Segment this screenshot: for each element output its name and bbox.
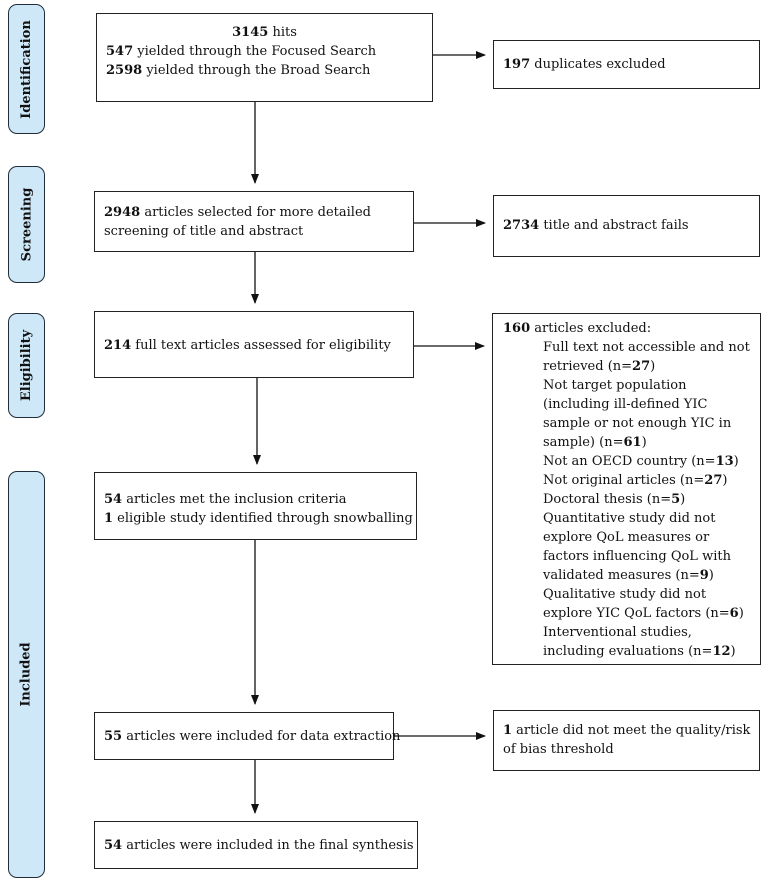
broad-line: 2598 yielded through the Broad Search bbox=[106, 61, 423, 80]
quality-count: 1 bbox=[503, 723, 513, 738]
final-count: 54 bbox=[104, 838, 123, 853]
excluded-text: articles excluded: bbox=[530, 321, 652, 336]
screening-text-1: articles selected for more detailed bbox=[140, 205, 371, 220]
reason-6: Qualitative study did not explore YIC Qo… bbox=[543, 587, 744, 621]
title-abstract-line: 2734 title and abstract fails bbox=[503, 216, 750, 235]
extraction-count: 55 bbox=[104, 729, 123, 744]
screening-box: 2948 articles selected for more detailed… bbox=[94, 191, 414, 252]
snowball-count: 1 bbox=[104, 511, 114, 526]
met-line: 54 articles met the inclusion criteria bbox=[104, 490, 407, 509]
hits-line: 3145 hits bbox=[106, 23, 423, 42]
stage-screening: Screening bbox=[8, 166, 45, 283]
focused-line: 547 yielded through the Focused Search bbox=[106, 42, 423, 61]
screening-line-2: screening of title and abstract bbox=[104, 224, 304, 239]
final-line: 54 articles were included in the final s… bbox=[104, 836, 414, 855]
quality-text-1: article did not meet the quality/risk bbox=[512, 723, 751, 738]
met-count: 54 bbox=[104, 492, 123, 507]
focused-count: 547 bbox=[106, 44, 134, 59]
duplicates-line: 197 duplicates excluded bbox=[503, 55, 750, 74]
focused-text: yielded through the Focused Search bbox=[133, 44, 377, 59]
final-box: 54 articles were included in the final s… bbox=[94, 821, 418, 869]
excluded-header: 160 articles excluded: bbox=[503, 319, 754, 338]
reason-5: Quantitative study did not explore QoL m… bbox=[543, 511, 731, 583]
met-text: articles met the inclusion criteria bbox=[122, 492, 347, 507]
stage-included: Included bbox=[8, 471, 45, 878]
duplicates-text: duplicates excluded bbox=[530, 57, 666, 72]
screening-line-1: 2948 articles selected for more detailed bbox=[104, 203, 404, 222]
hits-count: 3145 bbox=[232, 25, 269, 40]
reason-2: Not an OECD country (n=13) bbox=[543, 454, 739, 469]
stage-identification: Identification bbox=[8, 4, 45, 134]
reason-1: Not target population (including ill-def… bbox=[543, 378, 732, 450]
eligibility-count: 214 bbox=[104, 338, 132, 353]
screening-count: 2948 bbox=[104, 205, 141, 220]
extraction-line: 55 articles were included for data extra… bbox=[104, 727, 400, 746]
quality-line-2: of bias threshold bbox=[503, 742, 614, 757]
excluded-count: 160 bbox=[503, 321, 531, 336]
quality-line-1: 1 article did not meet the quality/risk bbox=[503, 721, 750, 740]
title-abstract-box: 2734 title and abstract fails bbox=[493, 195, 760, 257]
eligibility-line: 214 full text articles assessed for elig… bbox=[104, 336, 404, 355]
title-abstract-text: title and abstract fails bbox=[539, 218, 689, 233]
inclusion-box: 54 articles met the inclusion criteria 1… bbox=[94, 472, 417, 540]
broad-count: 2598 bbox=[106, 63, 143, 78]
identification-box: 3145 hits 547 yielded through the Focuse… bbox=[96, 13, 433, 102]
eligibility-box: 214 full text articles assessed for elig… bbox=[94, 311, 414, 378]
extraction-text: articles were included for data extracti… bbox=[122, 729, 401, 744]
reason-4: Doctoral thesis (n=5) bbox=[543, 492, 686, 507]
broad-text: yielded through the Broad Search bbox=[142, 63, 371, 78]
snowball-line: 1 eligible study identified through snow… bbox=[104, 509, 413, 528]
final-text: articles were included in the final synt… bbox=[122, 838, 414, 853]
title-abstract-count: 2734 bbox=[503, 218, 540, 233]
duplicates-count: 197 bbox=[503, 57, 531, 72]
stage-eligibility: Eligibility bbox=[8, 313, 45, 418]
duplicates-box: 197 duplicates excluded bbox=[493, 40, 760, 89]
reason-0: Full text not accessible and not retriev… bbox=[543, 340, 750, 374]
eligibility-text: full text articles assessed for eligibil… bbox=[131, 338, 391, 353]
snowball-text: eligible study identified through snowba… bbox=[113, 511, 413, 526]
hits-text: hits bbox=[268, 25, 297, 40]
reason-7: Interventional studies, including evalua… bbox=[543, 625, 736, 659]
excluded-box: 160 articles excluded: Full text not acc… bbox=[492, 313, 761, 665]
extraction-box: 55 articles were included for data extra… bbox=[94, 712, 400, 760]
reason-3: Not original articles (n=27) bbox=[543, 473, 728, 488]
quality-box: 1 article did not meet the quality/risk … bbox=[493, 710, 760, 771]
